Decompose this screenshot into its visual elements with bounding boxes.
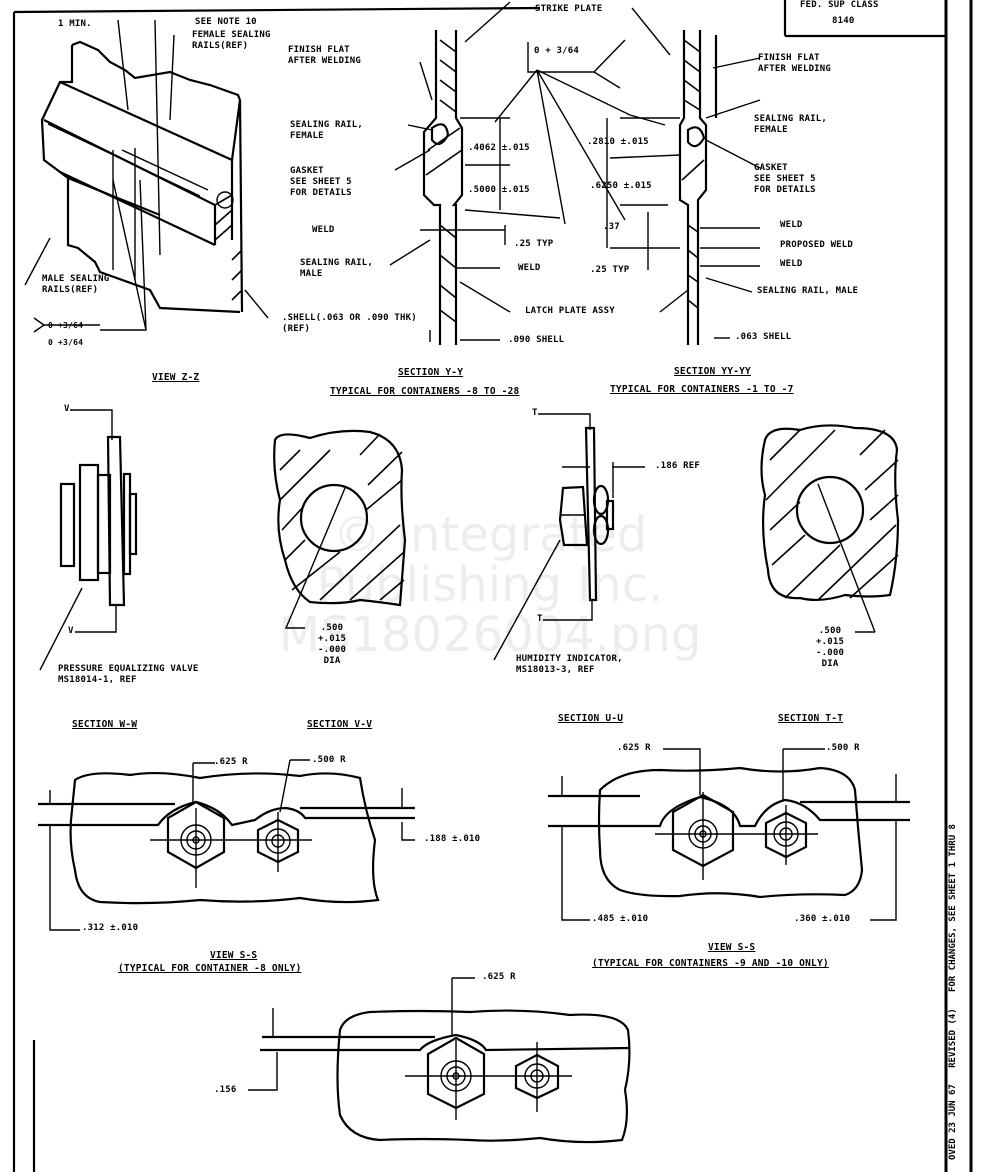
sheet-border [12,0,973,1172]
ss-left-r1: .625 R [214,757,248,767]
cut-t-bottom: T [537,614,543,624]
cut-v-bottom: V [68,626,74,636]
ss-left-r2: .500 R [312,755,346,765]
section-yy-profile [389,1,761,345]
yy-proposed-weld-label: PROPOSED WELD [780,240,854,250]
y-finish-label: FINISH FLAT AFTER WELDING [288,45,362,66]
isometric-rail-detail [24,19,269,333]
bottom-dim: .156 [214,1085,237,1095]
y-dim-5000: .5000 ±.015 [468,185,530,195]
t-ref-dim: .186 REF [655,461,700,471]
section-u-title: SECTION U-U [558,713,624,724]
shell-ref-label: .SHELL(.063 OR .090 THK) (REF) [282,313,417,334]
hole-section-t [760,424,900,633]
ss-right-r1: .625 R [617,743,651,753]
weld-symbol-bottom: 0 +3/64 [48,338,84,347]
hole-v-dim: .500 +.015 -.000 DIA [318,623,347,666]
section-t-title: SECTION T-T [778,713,844,724]
y-rail-female-label: SEALING RAIL, FEMALE [290,120,364,141]
ss-right-r2: .500 R [826,743,860,753]
title-block-class: FED. SUP CLASS [800,0,879,10]
yy-shell-label: .063 SHELL [735,332,792,342]
section-yy-title: SECTION YY-YY [674,366,751,377]
yy-typ-label: .25 TYP [590,265,630,275]
view-ss-left-subtitle: (TYPICAL FOR CONTAINER -8 ONLY) [118,963,302,974]
y-rail-male-label: SEALING RAIL, MALE [300,258,374,279]
y-weld-cl-label: WELD [312,225,335,235]
y-weld-label: WELD [518,263,541,273]
yy-rail-male-label: SEALING RAIL, MALE [757,286,859,296]
view-bottom-plate [248,977,631,1144]
female-rails-label: FEMALE SEALING RAILS(REF) [192,30,271,51]
title-block-box [783,0,946,38]
yy-finish-label: FINISH FLAT AFTER WELDING [758,53,832,74]
view-z-title: VIEW Z-Z [152,372,200,383]
hole-t-dim: .500 +.015 -.000 DIA [816,626,845,669]
weld-symbol-top: 0 +3/64 [48,321,84,330]
y-gasket-label: GASKET SEE SHEET 5 FOR DETAILS [290,166,352,198]
section-yy-subtitle: TYPICAL FOR CONTAINERS -1 TO -7 [610,384,794,395]
title-block-number: 8140 [832,16,855,26]
yy-dim-37: .37 [603,222,620,232]
section-y-title: SECTION Y-Y [398,367,464,378]
view-ss-left-title: VIEW S-S [210,950,258,961]
view-z-valve [39,409,138,671]
section-y-subtitle: TYPICAL FOR CONTAINERS -8 TO -28 [330,386,520,397]
strike-plate-label: STRIKE PLATE [535,4,603,14]
yy-weld2-label: WELD [780,259,803,269]
view-ss-left-plate [38,759,415,931]
ss-left-dim-left: .312 ±.010 [82,923,139,933]
view-ss-right-subtitle: (TYPICAL FOR CONTAINERS -9 AND -10 ONLY) [592,958,829,969]
yy-dim-2810: .2810 ±.015 [587,137,649,147]
yy-dim-6250: .6250 ±.015 [590,181,652,191]
y-shell-label: .090 SHELL [508,335,565,345]
latch-plate-label: LATCH PLATE ASSY [525,306,615,316]
bottom-r1: .625 R [482,972,516,982]
ss-right-dim-left: .485 ±.010 [592,914,649,924]
pressure-valve-label: PRESSURE EQUALIZING VALVE MS18014-1, REF [58,664,199,685]
ss-left-dim-right: .188 ±.010 [424,834,481,844]
cut-v-top: V [64,404,70,414]
view-ss-right-title: VIEW S-S [708,942,756,953]
section-w-title: SECTION W-W [72,719,138,730]
humidity-indicator-label: HUMIDITY INDICATOR, MS18013-3, REF [516,654,623,675]
yy-gasket-label: GASKET SEE SHEET 5 FOR DETAILS [754,163,816,195]
weld-spec-label: 0 + 3/64 [534,46,579,56]
y-dim-4062: .4062 ±.015 [468,143,530,153]
y-typ-label: .25 TYP [514,239,554,249]
revision-note: OVED 23 JUN 67 REVISED (4) FOR CHANGES, … [948,824,958,1160]
section-v-title: SECTION V-V [307,719,373,730]
view-t-humidity [493,413,645,661]
cut-t-top: T [532,408,538,418]
view-ss-right-plate [548,748,910,921]
yy-weld1-label: WELD [780,220,803,230]
hole-section-v [273,429,407,629]
male-rails-label: MALE SEALING RAILS(REF) [42,274,110,295]
min-label: 1 MIN. [58,19,92,29]
yy-rail-female-label: SEALING RAIL, FEMALE [754,114,828,135]
section-y-profile [420,30,561,345]
see-note-label: SEE NOTE 10 [195,17,257,27]
ss-right-dim-right: .360 ±.010 [794,914,851,924]
